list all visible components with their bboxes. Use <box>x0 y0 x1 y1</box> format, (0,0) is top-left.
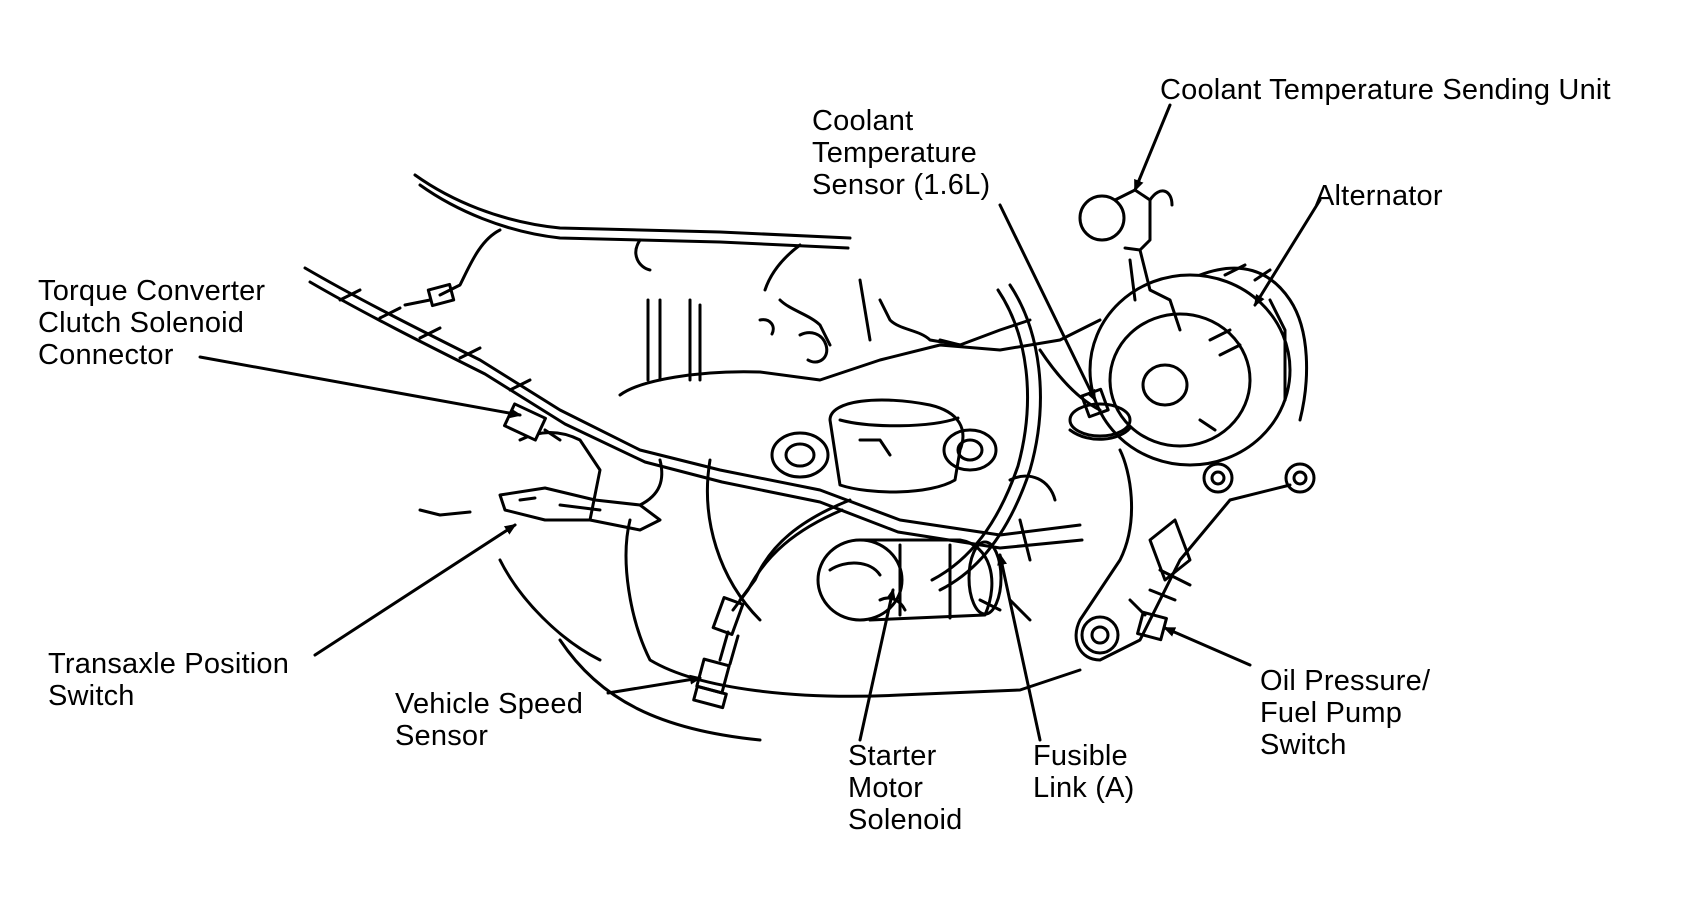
arrow-tcc-solenoid <box>198 355 522 419</box>
oil-pressure-switch-drawing <box>1128 598 1168 642</box>
alternator-drawing <box>1074 263 1316 662</box>
curved-cable <box>930 283 1102 592</box>
arrow-transaxle-switch <box>313 523 517 657</box>
label-transaxle-position-switch: Transaxle Position Switch <box>48 648 290 712</box>
arrow-oil-pressure-switch <box>1163 626 1252 667</box>
arrow-vehicle-speed-sensor <box>606 674 702 695</box>
label-vehicle-speed-sensor: Vehicle Speed Sensor <box>395 688 584 752</box>
coolant-sending-unit-drawing <box>1078 188 1182 332</box>
label-fusible-link-a: Fusible Link (A) <box>1033 740 1135 804</box>
label-coolant-temperature-sensor: Coolant Temperature Sensor (1.6L) <box>812 105 991 201</box>
speed-sensor-cable <box>692 498 852 710</box>
leader-arrows <box>198 103 1322 742</box>
upper-wiring-harness <box>403 173 852 308</box>
arrow-coolant-sending-unit <box>1133 103 1172 192</box>
arrow-starter-solenoid <box>858 588 896 742</box>
label-coolant-temperature-sending-unit: Coolant Temperature Sending Unit <box>1160 74 1611 106</box>
label-torque-converter-clutch-solenoid-connector: Torque Converter Clutch Solenoid Connect… <box>38 275 266 371</box>
arrow-fusible-link <box>997 553 1042 742</box>
starter-motor-drawing <box>816 538 1003 622</box>
main-wiring-harness <box>303 266 1084 550</box>
arrow-alternator <box>1253 198 1322 307</box>
label-alternator: Alternator <box>1315 180 1443 212</box>
label-starter-motor-solenoid: Starter Motor Solenoid <box>848 740 963 836</box>
transaxle-bracket <box>418 458 664 532</box>
arrow-coolant-sensor <box>998 203 1097 402</box>
label-oil-pressure-fuel-pump-switch: Oil Pressure/ Fuel Pump Switch <box>1260 665 1431 761</box>
